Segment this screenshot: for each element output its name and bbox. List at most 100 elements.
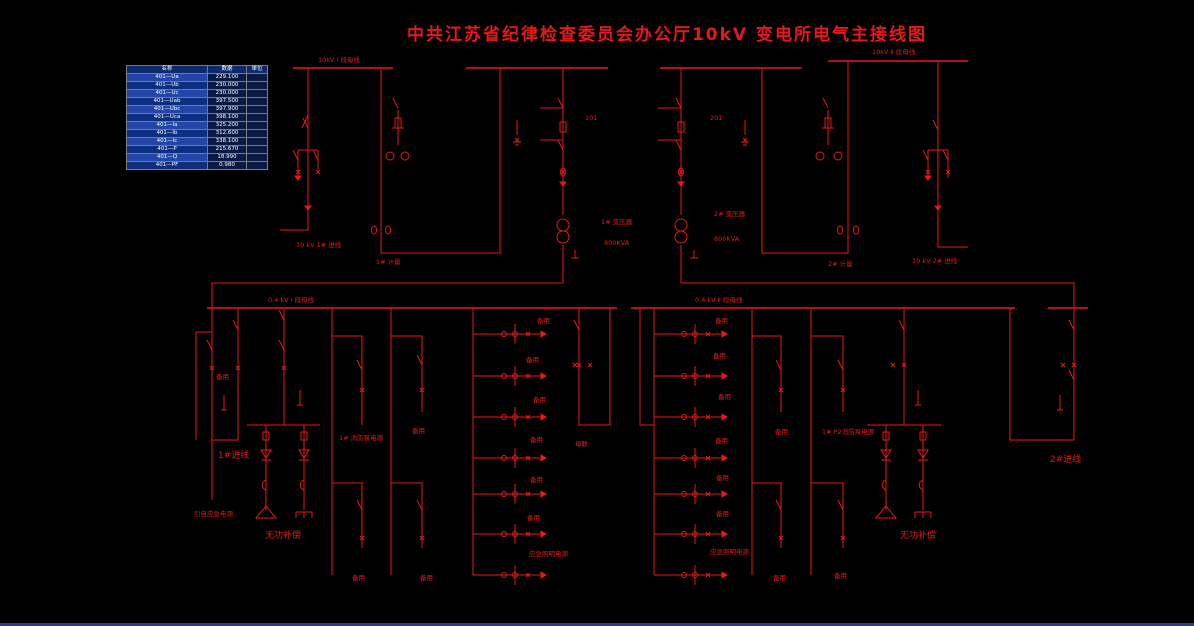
lv1-tie: [578, 308, 611, 426]
lv-link-2: [681, 282, 1075, 308]
x-mark-symbol: [419, 535, 425, 541]
breaker-symbol: [356, 359, 363, 378]
arrow-symbol: [304, 205, 312, 211]
arrow-symbol: [721, 490, 728, 498]
relay-box: [677, 121, 685, 133]
contact-symbol: [501, 414, 507, 420]
pt-winding: [385, 151, 395, 161]
reactor-symbol: [299, 479, 305, 491]
fire-pump-1-label: 1# 消防泵电源: [339, 433, 384, 442]
x-mark-symbol: [840, 535, 846, 541]
capacitor-delta: [254, 505, 278, 519]
x-mark-symbol: [560, 169, 566, 175]
breaker-symbol: [278, 309, 285, 328]
x-mark-symbol: [359, 535, 365, 541]
contact-symbol: [501, 572, 507, 578]
lv1-reserve: [390, 308, 423, 575]
lv-link-1: [211, 282, 563, 308]
reserve-label: 备用: [718, 392, 731, 401]
switch-101-label: 101: [585, 114, 597, 122]
breaker-symbol: [416, 499, 423, 518]
arrow-symbol: [559, 181, 567, 187]
x-mark-symbol: [295, 169, 301, 175]
arrow-symbol: [721, 413, 728, 421]
reserve-label: 备用: [412, 426, 425, 435]
emergency-label: 应急照明电源: [529, 549, 569, 558]
lv1-pump: [331, 308, 363, 575]
symbol-layer: [206, 97, 1077, 585]
x-mark-symbol: [525, 531, 531, 537]
reserve-label: 备用: [352, 573, 365, 582]
bus-04kv-2-label: 0.4 kV Ⅱ 段母线: [695, 295, 743, 304]
incoming-1-label: 10 kV 1# 进线: [296, 240, 342, 249]
breaker-symbol: [292, 149, 299, 168]
x-mark-symbol: [678, 169, 684, 175]
reserve-label: 备用: [715, 316, 728, 325]
capacitor-fuse: [882, 431, 890, 441]
contact-symbol: [681, 491, 687, 497]
breaker-symbol: [837, 499, 844, 518]
reserve-label: 备用: [527, 513, 540, 522]
ct-symbol: [915, 390, 921, 406]
breaker-symbol: [573, 319, 580, 338]
ct-symbol: [297, 390, 303, 406]
switch-201-label: 201: [710, 114, 722, 122]
breaker-symbol: [302, 117, 309, 136]
reserve-label: 备用: [530, 435, 543, 444]
breaker-symbol: [922, 149, 929, 168]
x-mark-symbol: [315, 169, 321, 175]
pt-winding: [815, 151, 825, 161]
arrow-symbol: [721, 571, 728, 579]
tie-label: 母联: [575, 439, 589, 448]
meter-2-label: 2# 计量: [828, 259, 853, 268]
arrow-symbol: [924, 175, 932, 181]
arrow-symbol: [294, 175, 302, 181]
breaker-symbol: [1068, 319, 1075, 338]
x-mark-symbol: [925, 169, 931, 175]
reserve-label: 备用: [537, 316, 550, 325]
reactor-symbol: [881, 479, 887, 491]
arrow-symbol: [540, 372, 547, 380]
lv1-outgoing-1: [211, 308, 239, 441]
lv2-tie: [639, 308, 655, 426]
breaker-symbol: [822, 97, 829, 116]
x-mark-symbol: [572, 362, 578, 368]
breaker-symbol: [278, 339, 285, 358]
contact-symbol: [501, 455, 507, 461]
x-mark-symbol: [945, 169, 951, 175]
transformer-winding: [674, 230, 688, 244]
x-mark-symbol: [525, 414, 531, 420]
capacitor-symbol: [298, 449, 310, 461]
breaker-symbol: [932, 119, 939, 138]
reactor-symbol: [261, 479, 267, 491]
x-mark-symbol: [1060, 362, 1066, 368]
compensation-1-label: 无功补偿: [265, 529, 301, 541]
reserve-label: 备用: [716, 473, 729, 482]
arrow-symbol: [677, 181, 685, 187]
arrow-symbol: [721, 372, 728, 380]
ct-symbol: [853, 225, 859, 235]
switch-stem: [514, 565, 696, 585]
incoming-1-feeder: [280, 68, 309, 231]
x-mark-symbol: [525, 455, 531, 461]
x-mark-symbol: [281, 365, 287, 371]
x-mark-symbol: [209, 365, 215, 371]
outgoing-1-label: 1#进线: [218, 449, 249, 461]
x-mark-symbol: [705, 572, 711, 578]
ct-symbol: [678, 167, 684, 177]
compensation-2-label: 无功补偿: [900, 529, 936, 541]
contact-symbol: [681, 531, 687, 537]
self-gen-label: 引自应急电源: [194, 509, 234, 518]
ct-symbol: [221, 395, 227, 411]
switch-stem: [514, 366, 696, 386]
x-mark-symbol: [359, 387, 365, 393]
relay-box: [824, 117, 832, 129]
arrow-symbol: [721, 530, 728, 538]
breaker-symbol: [837, 359, 844, 378]
tx-2-branch: [658, 107, 746, 141]
capacitor-fuse: [300, 431, 308, 441]
contact-symbol: [681, 373, 687, 379]
capacitor-fuse: [919, 431, 927, 441]
bus-10kv-2-label: 10kV Ⅱ 段母线: [872, 47, 916, 56]
